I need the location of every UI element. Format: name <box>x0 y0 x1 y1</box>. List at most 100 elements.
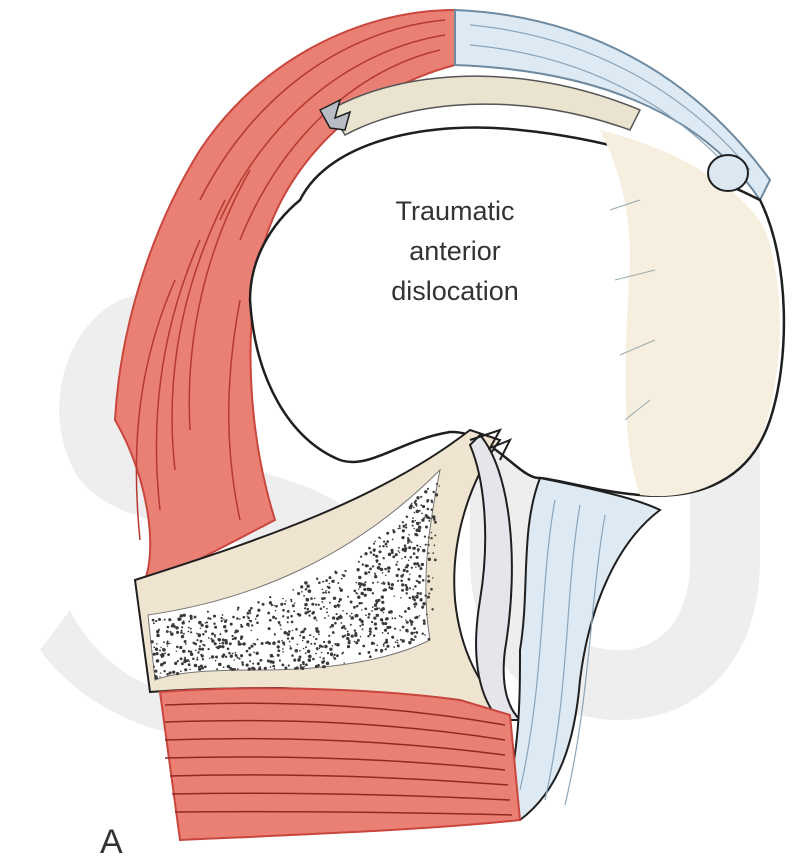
marrow-dot <box>361 609 362 610</box>
marrow-dot <box>300 585 303 588</box>
marrow-dot <box>414 512 416 514</box>
marrow-dot <box>394 617 396 619</box>
marrow-dot <box>304 607 306 609</box>
marrow-dot <box>155 676 158 679</box>
marrow-dot <box>410 638 413 641</box>
marrow-dot <box>257 639 259 641</box>
marrow-dot <box>304 581 308 585</box>
marrow-dot <box>430 588 433 591</box>
marrow-dot <box>209 618 211 620</box>
marrow-dot <box>386 645 389 648</box>
marrow-dot <box>347 645 350 648</box>
marrow-dot <box>347 631 349 633</box>
marrow-dot <box>300 631 303 634</box>
marrow-dot <box>310 597 313 600</box>
label-line-1: Traumatic <box>395 196 514 226</box>
marrow-dot <box>243 642 246 645</box>
marrow-dot <box>369 627 372 630</box>
marrow-dot <box>435 493 439 497</box>
marrow-dot <box>389 626 392 629</box>
marrow-dot <box>337 582 339 584</box>
marrow-dot <box>321 601 323 603</box>
marrow-dot <box>392 617 394 619</box>
marrow-dot <box>434 534 436 536</box>
marrow-dot <box>181 662 184 665</box>
marrow-dot <box>402 521 404 523</box>
marrow-dot <box>406 570 409 573</box>
marrow-dot <box>180 657 183 660</box>
marrow-dot <box>158 618 161 621</box>
marrow-dot <box>346 613 348 615</box>
marrow-dot <box>422 505 425 508</box>
marrow-dot <box>364 581 366 583</box>
marrow-dot <box>374 604 377 607</box>
marrow-dot <box>250 620 253 623</box>
marrow-dot <box>365 614 367 616</box>
marrow-dot <box>384 568 387 571</box>
marrow-dot <box>176 631 179 634</box>
marrow-dot <box>413 632 415 634</box>
marrow-dot <box>270 654 274 658</box>
marrow-dot <box>373 635 375 637</box>
marrow-dot <box>287 616 290 619</box>
marrow-dot <box>160 663 163 666</box>
marrow-dot <box>428 638 431 641</box>
marrow-dot <box>339 605 341 607</box>
marrow-dot <box>179 616 181 618</box>
marrow-dot <box>316 648 318 650</box>
marrow-dot <box>384 629 387 632</box>
marrow-dot <box>356 568 359 571</box>
marrow-dot <box>297 644 299 646</box>
label-line-2: anterior <box>409 236 501 266</box>
marrow-dot <box>156 659 160 663</box>
marrow-dot <box>221 620 223 622</box>
marrow-dot <box>283 644 285 646</box>
marrow-dot <box>183 620 185 622</box>
marrow-dot <box>426 499 429 502</box>
marrow-dot <box>163 670 165 672</box>
marrow-dot <box>425 526 428 529</box>
marrow-dot <box>208 637 210 639</box>
marrow-dot <box>192 642 195 645</box>
marrow-dot <box>155 647 158 650</box>
marrow-dot <box>257 609 260 612</box>
marrow-dot <box>201 654 204 657</box>
marrow-dot <box>300 666 303 669</box>
marrow-dot <box>427 508 430 511</box>
marrow-dot <box>303 628 306 631</box>
marrow-dot <box>385 543 388 546</box>
marrow-dot <box>231 635 233 637</box>
marrow-dot <box>200 624 203 627</box>
marrow-dot <box>163 641 165 643</box>
marrow-dot <box>257 614 259 616</box>
marrow-dot <box>416 534 419 537</box>
marrow-dot <box>371 621 373 623</box>
marrow-dot <box>354 614 357 617</box>
marrow-dot <box>359 602 361 604</box>
marrow-dot <box>397 528 398 529</box>
marrow-dot <box>269 601 272 604</box>
marrow-dot <box>360 556 362 558</box>
marrow-dot <box>314 643 316 645</box>
marrow-dot <box>402 529 405 532</box>
marrow-dot <box>407 631 409 633</box>
marrow-dot <box>156 634 160 638</box>
marrow-dot <box>172 624 174 626</box>
marrow-dot <box>358 561 360 563</box>
marrow-dot <box>318 582 321 585</box>
marrow-dot <box>332 616 335 619</box>
marrow-dot <box>418 581 421 584</box>
marrow-dot <box>379 537 381 539</box>
marrow-dot <box>412 525 414 527</box>
marrow-dot <box>397 580 399 582</box>
marrow-dot <box>240 624 242 626</box>
marrow-dot <box>161 655 164 658</box>
marrow-dot <box>313 636 315 638</box>
marrow-dot <box>177 660 179 662</box>
marrow-dot <box>301 591 303 593</box>
marrow-dot <box>411 520 414 523</box>
marrow-dot <box>160 672 161 673</box>
marrow-dot <box>316 620 318 622</box>
marrow-dot <box>332 645 334 647</box>
marrow-dot <box>235 652 237 654</box>
